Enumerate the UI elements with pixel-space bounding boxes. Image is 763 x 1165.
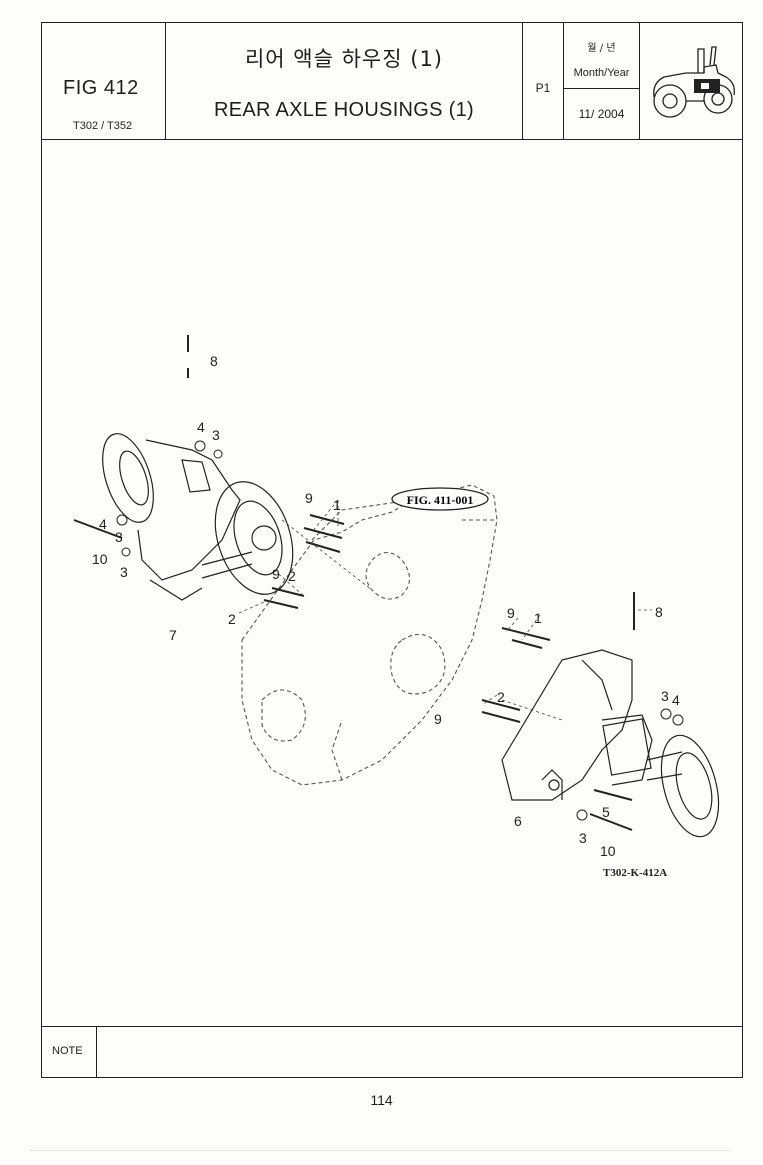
figure-cell: FIG 412 T302 / T352 [42, 23, 166, 139]
left-axle-housing-assembly [102, 433, 294, 601]
bolts-and-studs [73, 335, 635, 831]
date-value: 11/ 2004 [578, 107, 625, 121]
callout-7: 7 [169, 627, 177, 643]
note-row: NOTE [42, 1026, 742, 1077]
date-label-english: Month/Year [573, 67, 630, 79]
callout-9: 9 [272, 566, 280, 582]
callout-6: 6 [514, 813, 522, 829]
callout-8: 8 [655, 604, 663, 620]
date-label-box: 월 / 년 Month/Year [564, 23, 639, 89]
note-label-cell: NOTE [42, 1027, 97, 1077]
date-cell: 월 / 년 Month/Year 11/ 2004 [564, 23, 640, 139]
callout-10: 10 [92, 551, 108, 567]
date-label-korean: 월 / 년 [587, 43, 616, 54]
note-label: NOTE [52, 1045, 83, 1057]
callout-3: 3 [661, 688, 669, 704]
page-number: 114 [370, 1092, 393, 1108]
reference-callout: FIG. 411-001 [407, 493, 474, 507]
callout-4: 4 [99, 516, 107, 532]
callout-9: 9 [507, 605, 515, 621]
callout-5: 5 [602, 804, 610, 820]
title-english: REAR AXLE HOUSINGS (1) [214, 99, 474, 121]
model-numbers: T302 / T352 [73, 120, 133, 132]
page-frame: FIG 412 T302 / T352 리어 액슬 하우징 (1) REAR A… [41, 22, 743, 1078]
exploded-parts-diagram: FIG. 411-001 8 4 3 9 1 4 3 10 3 9 2 2 7 … [73, 335, 720, 859]
callout-2: 2 [228, 611, 236, 627]
callout-3: 3 [579, 830, 587, 846]
scan-artifact-line [30, 1150, 730, 1154]
page-code: P1 [535, 81, 551, 95]
callout-4: 4 [672, 692, 680, 708]
callout-2: 2 [288, 568, 296, 584]
transmission-housing-outline [241, 484, 498, 786]
callout-9: 9 [434, 711, 442, 727]
callout-3: 3 [212, 427, 220, 443]
page-code-cell: P1 [523, 23, 564, 139]
callout-1: 1 [534, 610, 542, 626]
figure-number: FIG 412 [63, 77, 139, 99]
callout-3: 3 [120, 564, 128, 580]
callout-2: 2 [497, 689, 505, 705]
tractor-icon [653, 46, 735, 118]
logo-cell [640, 23, 743, 139]
callout-9: 9 [305, 490, 313, 506]
title-korean: 리어 액슬 하우징 (1) [244, 47, 443, 71]
title-cell: 리어 액슬 하우징 (1) REAR AXLE HOUSINGS (1) [166, 23, 523, 139]
title-block: FIG 412 T302 / T352 리어 액슬 하우징 (1) REAR A… [42, 23, 742, 140]
callout-8: 8 [210, 353, 218, 369]
drawing-code: T302-K-412A [603, 867, 668, 879]
part-callouts: 8 4 3 9 1 4 3 10 3 9 2 2 7 9 1 8 2 3 4 9… [92, 353, 680, 859]
callout-1: 1 [333, 497, 341, 513]
callout-3: 3 [115, 529, 123, 545]
right-axle-housing-assembly [501, 649, 720, 838]
callout-4: 4 [197, 419, 205, 435]
callout-10: 10 [600, 843, 616, 859]
